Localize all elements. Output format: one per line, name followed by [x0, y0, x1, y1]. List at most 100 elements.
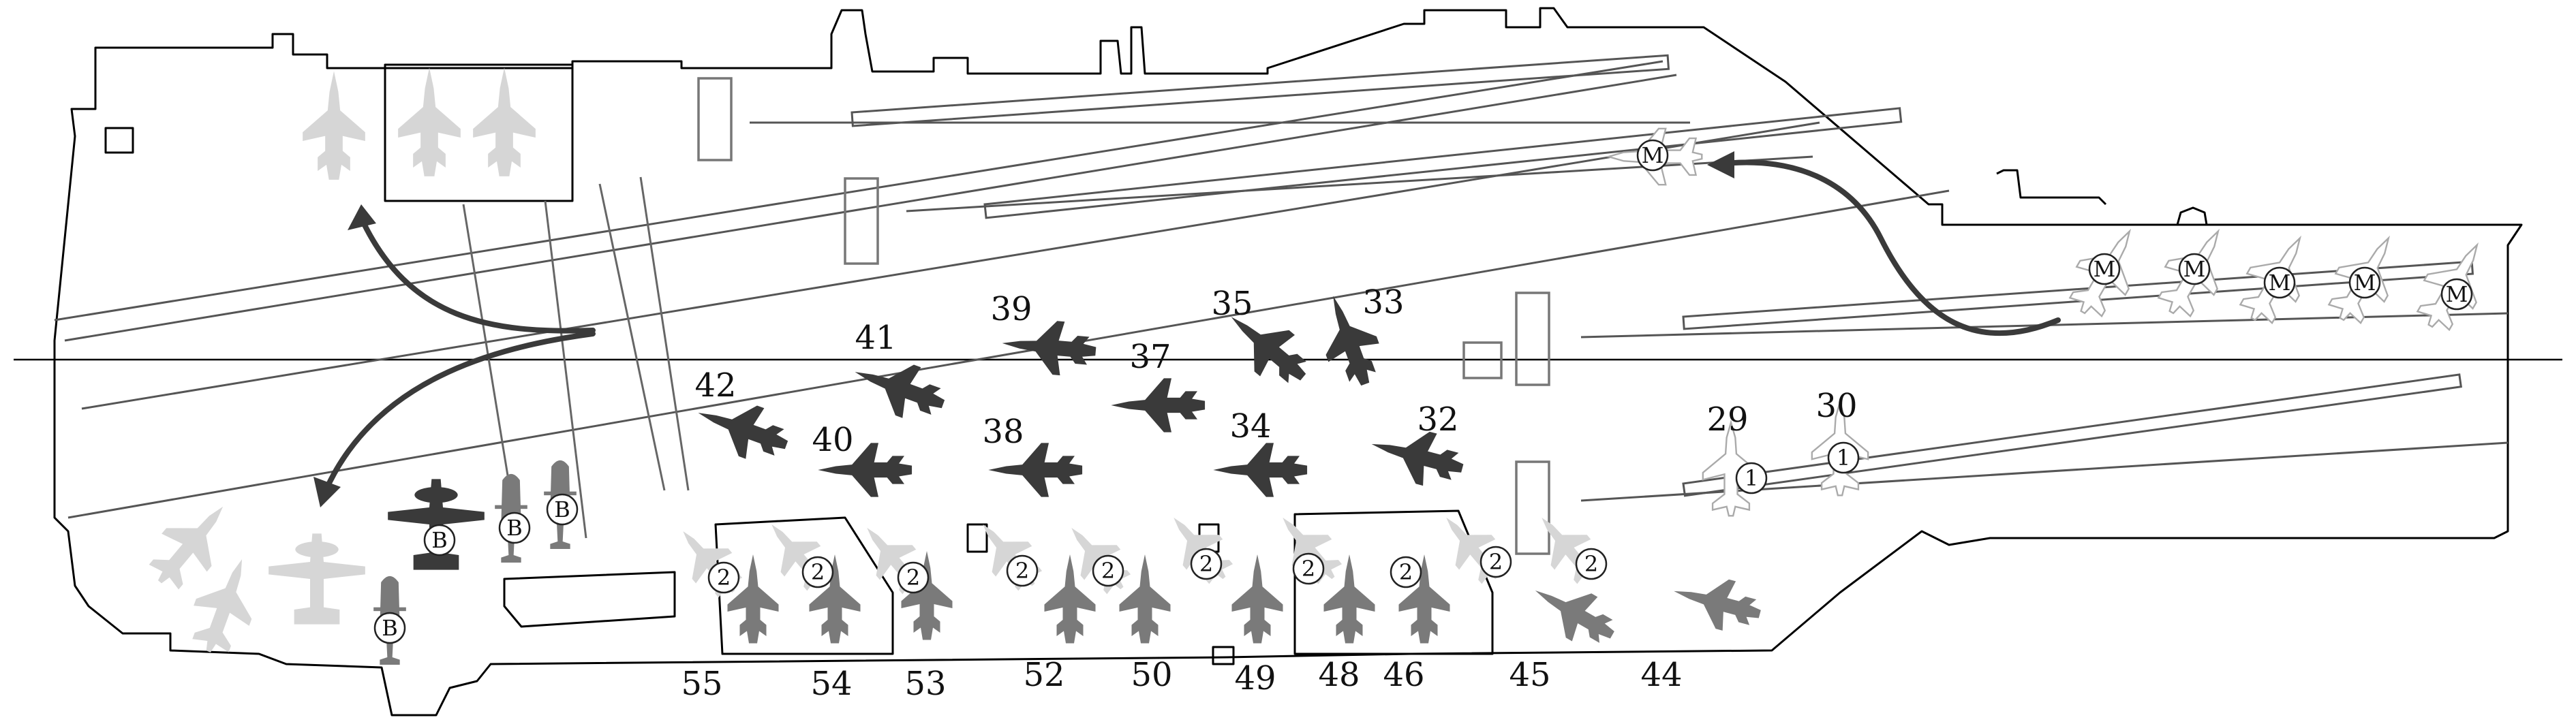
angled-runway-line-2 — [64, 74, 1677, 342]
badge-m-3-text: M — [2183, 256, 2206, 282]
badge-1-spot-29: 1 — [1735, 462, 1768, 494]
catapult-1 — [850, 54, 1670, 127]
spot-label-48: 48 — [1318, 656, 1360, 694]
aircraft-dark-38 — [988, 443, 1083, 497]
badge-2-3-text: 2 — [906, 565, 920, 591]
spot-label-30: 30 — [1815, 387, 1857, 425]
jbd-1 — [697, 77, 733, 161]
arrowhead-parking — [313, 477, 341, 507]
island-dome — [2176, 206, 2208, 226]
spot-label-54: 54 — [810, 665, 852, 703]
spot-label-38: 38 — [982, 413, 1024, 451]
badge-b-1: B — [423, 524, 456, 556]
badge-2-1: 2 — [707, 561, 740, 594]
badge-m-1-text: M — [1642, 142, 1664, 168]
jbd-5 — [1515, 460, 1550, 555]
elevator-pad — [503, 571, 676, 628]
badge-m-4-circle — [2263, 266, 2296, 299]
aircraft-dark-37 — [1111, 378, 1206, 432]
spot-label-40: 40 — [812, 421, 853, 459]
spot-label-55: 55 — [681, 665, 722, 703]
badge-m-3: M — [2178, 253, 2211, 285]
aircraft-mid-row-6 — [1231, 554, 1283, 644]
aircraft-mid-44 — [1667, 566, 1767, 639]
badge-m-4-text: M — [2269, 270, 2291, 296]
angled-runway-line-4 — [67, 189, 1950, 519]
aircraft-light-row-6 — [1155, 502, 1242, 593]
catapult-3 — [1682, 260, 2474, 330]
parked-prop-dark — [388, 479, 485, 570]
badge-2-7-text: 2 — [1302, 556, 1315, 582]
badge-1-spot-30: 1 — [1827, 441, 1860, 474]
angled-runway-line-1 — [54, 60, 1663, 321]
catapult-2 — [983, 107, 1903, 219]
deck-box-3 — [1212, 646, 1235, 665]
catapult-4 — [1682, 373, 2463, 497]
badge-2-4: 2 — [1006, 554, 1039, 587]
spot-label-52: 52 — [1023, 656, 1064, 694]
spot-labels: 29 30 32 33 34 35 37 38 39 40 41 42 44 4… — [681, 283, 1857, 703]
spot-label-42: 42 — [694, 366, 736, 405]
spot-label-41: 41 — [855, 319, 896, 357]
island-superstructure — [1996, 169, 2107, 206]
badge-2-5-text: 2 — [1101, 558, 1115, 584]
badge-2-8: 2 — [1390, 556, 1422, 588]
badge-b-3-circle — [546, 493, 579, 526]
badge-b-1-text: B — [431, 527, 448, 553]
spot-label-53: 53 — [904, 665, 946, 703]
spot-label-29: 29 — [1706, 400, 1748, 439]
badge-b-1-circle — [423, 524, 456, 556]
spot-label-34: 34 — [1229, 407, 1271, 445]
badge-b-2-text: B — [506, 515, 523, 541]
badge-2-9-text: 2 — [1489, 549, 1503, 575]
spot-label-45: 45 — [1509, 656, 1550, 694]
arrowhead-bow — [1707, 151, 1734, 178]
spot-label-33: 33 — [1362, 283, 1404, 321]
badge-2-8-text: 2 — [1399, 559, 1413, 585]
badge-b-4-circle — [373, 612, 406, 644]
aircraft-dark-34 — [1213, 443, 1308, 497]
spot-label-39: 39 — [990, 290, 1032, 328]
badge-2-10-text: 2 — [1584, 551, 1598, 577]
badge-b-2-circle — [498, 511, 531, 544]
badge-m-5-circle — [2348, 266, 2381, 299]
arresting-wire-2 — [544, 200, 587, 539]
aircraft-light-row-4 — [964, 509, 1052, 600]
spot-label-32: 32 — [1417, 400, 1458, 439]
hangar-bay-left — [384, 63, 574, 202]
badge-2-10: 2 — [1575, 548, 1608, 580]
badge-m-6: M — [2440, 278, 2473, 311]
aircraft-mid-45 — [1522, 568, 1625, 657]
arresting-wire-4 — [639, 176, 690, 491]
badge-1-spot-29-text: 1 — [1745, 465, 1758, 491]
badge-2-8-circle — [1390, 556, 1422, 588]
badge-m-5-text: M — [2354, 270, 2376, 296]
spot-label-49: 49 — [1234, 659, 1276, 697]
badge-2-4-text: 2 — [1015, 558, 1029, 584]
arrow-to-hangar — [358, 215, 596, 334]
badge-m-5: M — [2348, 266, 2381, 299]
badge-2-4-circle — [1006, 554, 1039, 587]
badge-2-9: 2 — [1479, 546, 1512, 578]
badge-2-2: 2 — [801, 556, 834, 588]
spot-label-50: 50 — [1131, 656, 1172, 694]
badge-2-10-circle — [1575, 548, 1608, 580]
badge-b-2: B — [498, 511, 531, 544]
badge-2-6: 2 — [1190, 548, 1223, 580]
badge-2-3-circle — [897, 561, 930, 594]
badge-2-5-circle — [1092, 554, 1124, 587]
spot-label-44: 44 — [1640, 656, 1682, 694]
badge-b-4: B — [373, 612, 406, 644]
badge-m-2: M — [2088, 253, 2121, 285]
jbd-3 — [1515, 292, 1550, 386]
badge-1-spot-30-text: 1 — [1837, 445, 1850, 471]
hangar-bay-right — [1293, 509, 1494, 655]
badge-m-4: M — [2263, 266, 2296, 299]
badge-2-3: 2 — [897, 561, 930, 594]
badge-2-9-circle — [1479, 546, 1512, 578]
badge-m-6-text: M — [2446, 281, 2468, 307]
arrowhead-hangar — [348, 204, 376, 230]
jbd-2 — [844, 177, 879, 265]
